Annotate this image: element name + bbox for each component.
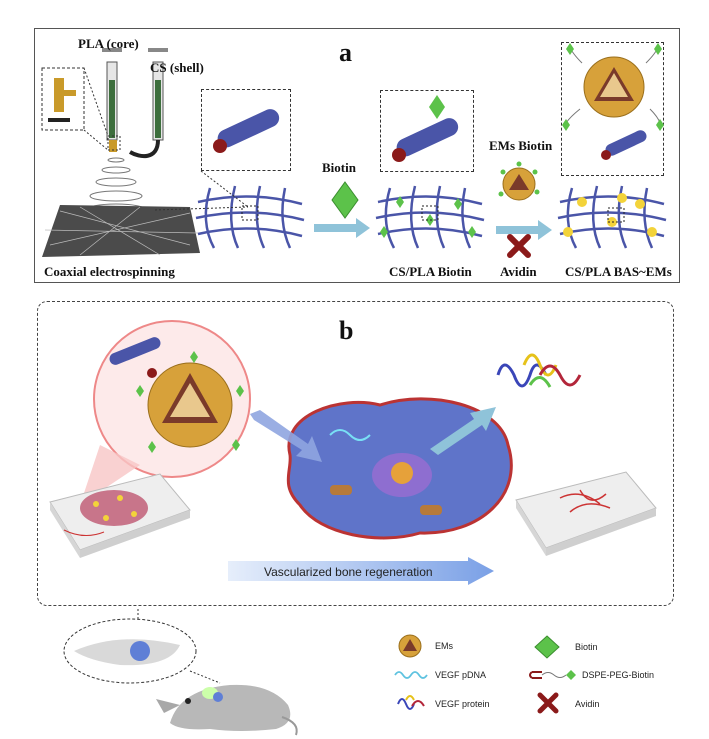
label-cs-pla-bas-ems: CS/PLA BAS~EMs (565, 264, 672, 279)
fiber-mesh-ems (557, 185, 667, 249)
biotin-icon (534, 635, 560, 659)
legend-ems: EMs (435, 641, 453, 651)
panel-a-letter: a (339, 38, 352, 67)
ems-zoom-bubble (80, 320, 251, 505)
coaxial-syringe-icon (41, 48, 168, 159)
ems-icon (398, 634, 422, 658)
fiber-inset-1 (201, 89, 291, 171)
legend-vegf-pdna: VEGF pDNA (435, 670, 487, 680)
uptake-arrow (250, 410, 322, 462)
legend-dspe-peg-biotin: DSPE-PEG-Biotin (582, 670, 655, 680)
scaffold-left (49, 473, 191, 558)
fiber-mat-collector (42, 205, 200, 257)
label-cs-pla-biotin: CS/PLA Biotin (389, 264, 472, 279)
rat-implant-illustration (63, 609, 298, 736)
scaffold-right (515, 471, 657, 556)
avidin-icon (537, 692, 559, 714)
legend-vegf-protein: VEGF protein (435, 699, 490, 709)
legend-avidin: Avidin (575, 699, 600, 709)
regeneration-caption: Vascularized bone regeneration (264, 565, 433, 579)
fiber-mesh-1 (195, 185, 305, 249)
zoom-lines-1 (154, 170, 249, 211)
label-coaxial-electrospinning: Coaxial electrospinning (44, 264, 175, 279)
fiber-mesh-biotin (375, 185, 485, 249)
regeneration-arrow (228, 557, 494, 585)
label-ems-biotin: EMs Biotin (489, 138, 553, 153)
vegf-protein-icon (397, 695, 425, 710)
label-biotin-step: Biotin (322, 160, 356, 175)
expression-arrow (430, 407, 496, 455)
vegf-protein-structure (496, 353, 582, 388)
panel-b-frame (37, 301, 674, 606)
legend-biotin: Biotin (575, 642, 598, 652)
dspe-peg-biotin-icon (529, 670, 576, 680)
arrow-step-1 (314, 218, 370, 238)
arrow-step-2 (496, 220, 552, 240)
biotin-diamond-icon (331, 181, 359, 219)
fiber-inset-ems (561, 42, 664, 176)
panel-b-letter: b (339, 316, 354, 345)
fiber-inset-biotin (380, 90, 474, 172)
avidin-cross-icon (507, 234, 531, 258)
vegf-pdna-icon (394, 671, 428, 679)
label-avidin: Avidin (500, 264, 537, 279)
label-pla-core: PLA (core) (78, 36, 139, 51)
ems-biotin-particle (498, 161, 540, 201)
label-cs-shell: CS (shell) (150, 60, 204, 75)
